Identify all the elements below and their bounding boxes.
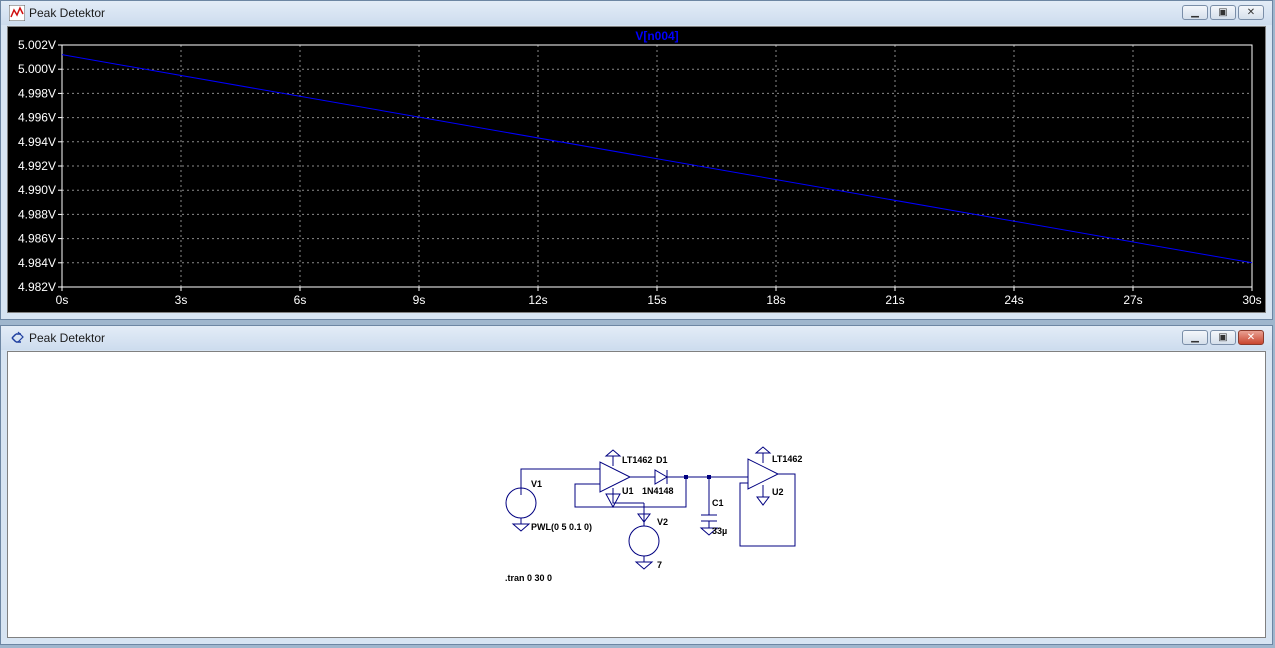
maximize-button[interactable]: ▣ — [1210, 5, 1236, 20]
y-tick-label: 4.988V — [18, 207, 56, 221]
junction-dot — [707, 475, 711, 479]
x-tick-label: 6s — [294, 293, 307, 307]
close-button[interactable]: ✕ — [1238, 330, 1264, 345]
plot-window-title: Peak Detektor — [29, 6, 106, 20]
x-tick-label: 24s — [1004, 293, 1023, 307]
u1-model-label[interactable]: LT1462 — [622, 455, 652, 465]
x-tick-label: 3s — [175, 293, 188, 307]
y-tick-label: 4.990V — [18, 183, 56, 197]
opamp-symbol — [747, 458, 780, 490]
schematic-canvas[interactable]: V1 PWL(0 5 0.1 0) LT1462 U1 D1 1N4148 V2… — [7, 351, 1266, 638]
v2-label[interactable]: V2 — [657, 517, 668, 527]
supply-arrow — [756, 496, 770, 506]
wire — [612, 488, 644, 504]
x-tick-label: 27s — [1123, 293, 1142, 307]
plot-window-titlebar[interactable]: Peak Detektor ▁ ▣ ✕ — [1, 1, 1272, 25]
plot-window[interactable]: Peak Detektor ▁ ▣ ✕ V[n004] 5.002V 5.000V… — [0, 0, 1273, 320]
maximize-icon: ▣ — [1218, 7, 1228, 18]
junction-dot — [684, 475, 688, 479]
y-tick-label: 4.994V — [18, 135, 56, 149]
waveform-plot-pane[interactable]: V[n004] 5.002V 5.000V 4.998V 4.996V 4.994V 4.… — [7, 26, 1266, 313]
waveform-chart[interactable]: V[n004] 5.002V 5.000V 4.998V 4.996V 4.994V 4.… — [8, 27, 1267, 314]
schematic-window-title: Peak Detektor — [29, 331, 106, 345]
minimize-button[interactable]: ▁ — [1182, 5, 1208, 20]
ground-symbol — [634, 561, 654, 570]
x-tick-label: 30s — [1242, 293, 1261, 307]
x-tick-label: 18s — [766, 293, 785, 307]
y-axis-ticks: 5.002V 5.000V 4.998V 4.996V 4.994V 4.992V 4.99… — [18, 38, 62, 294]
y-tick-label: 4.986V — [18, 232, 56, 246]
source-symbol — [628, 525, 660, 557]
spice-directive[interactable]: .tran 0 30 0 — [505, 573, 552, 583]
y-tick-label: 4.998V — [18, 86, 56, 100]
v2-value[interactable]: 7 — [657, 560, 662, 570]
ground-symbol — [699, 527, 719, 536]
supply-arrow — [605, 493, 621, 509]
maximize-icon: ▣ — [1218, 332, 1228, 343]
trace-label[interactable]: V[n004] — [635, 29, 678, 43]
d1-label[interactable]: D1 — [656, 455, 668, 465]
y-tick-label: 5.002V — [18, 38, 56, 52]
series-line[interactable] — [61, 54, 1253, 264]
close-button[interactable]: ✕ — [1238, 5, 1264, 20]
x-tick-label: 15s — [647, 293, 666, 307]
series-layer — [61, 54, 1253, 264]
y-tick-label: 4.982V — [18, 280, 56, 294]
minimize-icon: ▁ — [1191, 332, 1199, 343]
supply-arrow — [604, 449, 622, 457]
x-tick-label: 9s — [413, 293, 426, 307]
waveform-icon — [9, 5, 25, 21]
x-tick-label: 12s — [528, 293, 547, 307]
feedback-wire — [574, 477, 687, 508]
schematic-window[interactable]: Peak Detektor ▁ ▣ ✕ — [0, 325, 1273, 645]
opamp-symbol — [599, 461, 632, 493]
supply-arrow — [637, 513, 651, 523]
u2-opamp[interactable] — [739, 446, 796, 547]
wire-junctions — [684, 475, 711, 479]
x-axis-ticks: 0s 3s 6s 9s 12s 15s 18s 21s 24s 27s 30s — [56, 287, 1262, 307]
v1-label[interactable]: V1 — [531, 479, 542, 489]
maximize-button[interactable]: ▣ — [1210, 330, 1236, 345]
y-tick-label: 4.996V — [18, 111, 56, 125]
chart-grid — [62, 45, 1252, 287]
y-tick-label: 4.984V — [18, 256, 56, 270]
wire — [520, 468, 600, 495]
y-tick-label: 4.992V — [18, 159, 56, 173]
y-tick-label: 5.000V — [18, 62, 56, 76]
schematic-window-titlebar[interactable]: Peak Detektor ▁ ▣ ✕ — [1, 326, 1272, 350]
v1-value[interactable]: PWL(0 5 0.1 0) — [531, 522, 592, 532]
v2-voltage-source[interactable] — [628, 503, 660, 570]
u2-label[interactable]: U2 — [772, 487, 784, 497]
c1-capacitor[interactable] — [699, 477, 719, 536]
d1-model-label[interactable]: 1N4148 — [642, 486, 674, 496]
ground-symbol — [511, 523, 531, 532]
c1-label[interactable]: C1 — [712, 498, 724, 508]
schematic-drawing[interactable]: V1 PWL(0 5 0.1 0) LT1462 U1 D1 1N4148 V2… — [8, 352, 1267, 639]
d1-diode[interactable] — [630, 469, 748, 485]
supply-arrow — [754, 446, 772, 454]
u1-opamp[interactable] — [574, 449, 687, 509]
x-tick-label: 0s — [56, 293, 69, 307]
diode-symbol — [654, 469, 668, 485]
close-icon: ✕ — [1246, 7, 1256, 18]
c1-value[interactable]: 33µ — [712, 526, 727, 536]
minimize-icon: ▁ — [1191, 7, 1199, 18]
minimize-button[interactable]: ▁ — [1182, 330, 1208, 345]
feedback-wire — [739, 473, 796, 547]
close-icon: ✕ — [1246, 332, 1256, 343]
v1-voltage-source[interactable] — [505, 468, 600, 532]
u2-model-label[interactable]: LT1462 — [772, 454, 802, 464]
u1-label[interactable]: U1 — [622, 486, 634, 496]
x-tick-label: 21s — [885, 293, 904, 307]
schematic-icon — [11, 331, 24, 343]
